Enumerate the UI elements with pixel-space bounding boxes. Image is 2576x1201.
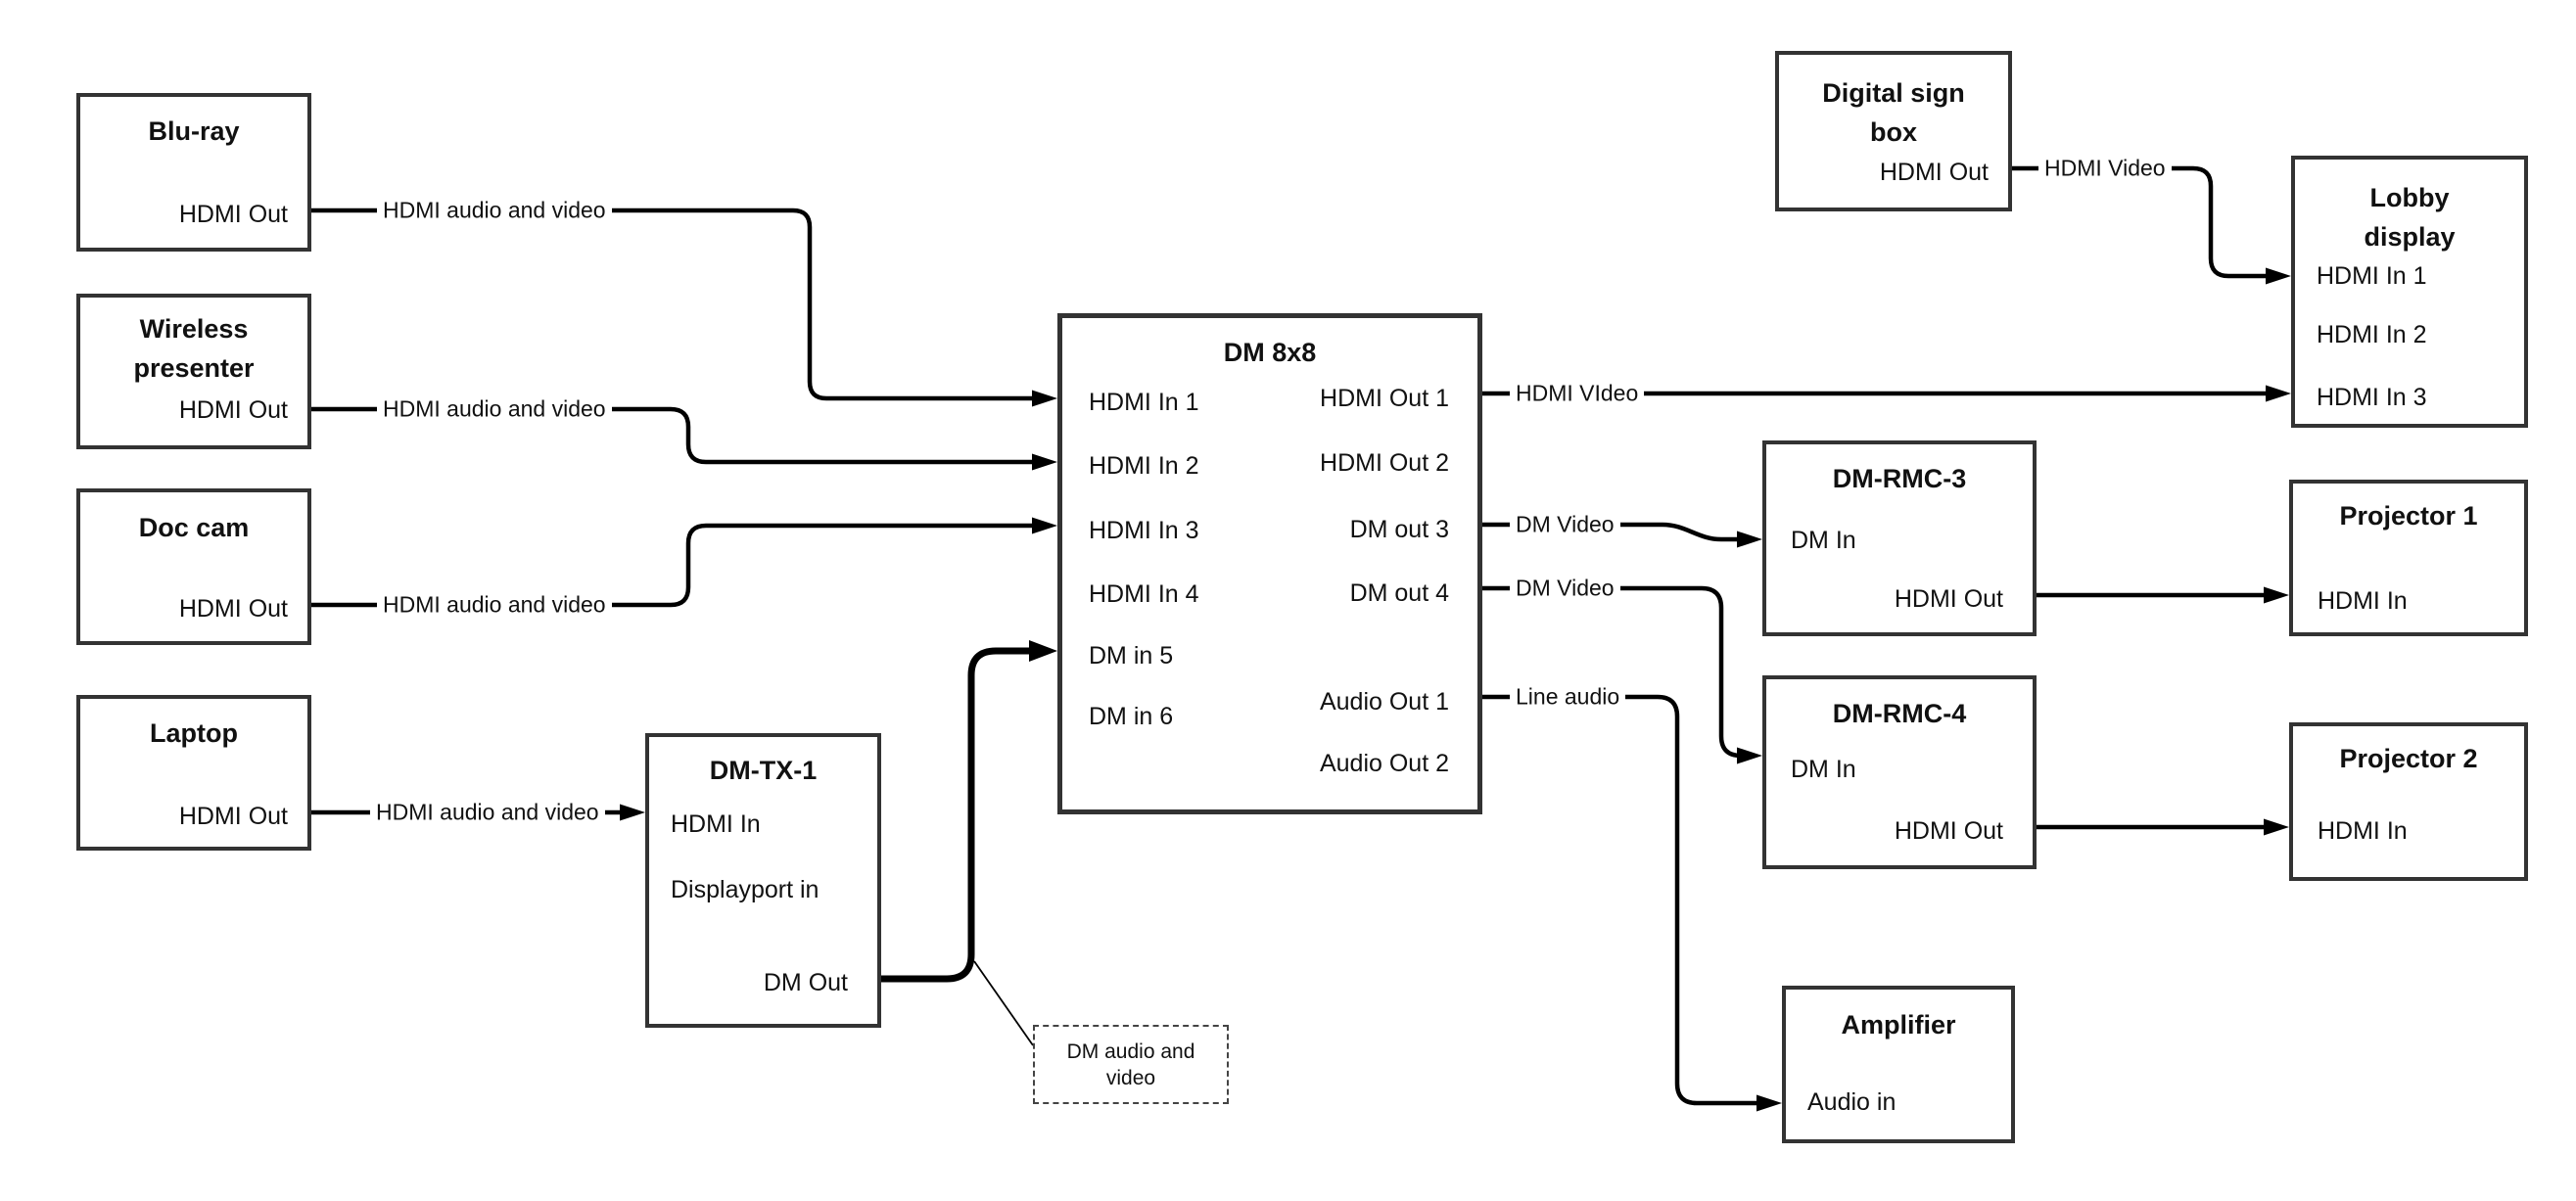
node-projector-2: Projector 2 HDMI In — [2289, 722, 2528, 881]
callout-dm-audio-video: DM audio and video — [1033, 1025, 1229, 1104]
port-dm8x8-hdmi-out-2: HDMI Out 2 — [1320, 449, 1449, 477]
wire-label-hdmi-av-bluray: HDMI audio and video — [377, 197, 612, 224]
node-title-line1: Digital sign — [1822, 78, 1965, 108]
port-dm8x8-audio-out-1: Audio Out 1 — [1319, 688, 1449, 716]
port-dm8x8-dm-out-4: DM out 4 — [1349, 579, 1449, 607]
wire-label-hdmi-av-doccam: HDMI audio and video — [377, 591, 612, 619]
node-title: DM-RMC-4 — [1832, 699, 1967, 728]
port-doccam-hdmi-out: HDMI Out — [178, 595, 288, 623]
port-dm8x8-hdmi-in-1: HDMI In 1 — [1089, 389, 1199, 416]
wire-label-hdmi-video-caps: HDMI VIdeo — [1510, 380, 1645, 407]
arrowhead-amplifier-audio-in — [1756, 1094, 1782, 1112]
node-title: Amplifier — [1841, 1010, 1956, 1039]
node-title: DM 8x8 — [1223, 338, 1317, 367]
port-amplifier-audio-in: Audio in — [1807, 1088, 1897, 1116]
node-title: DM-RMC-3 — [1832, 464, 1967, 493]
port-laptop-hdmi-out: HDMI Out — [178, 803, 288, 830]
node-title: Blu-ray — [148, 116, 240, 146]
wire-audio-out-1-to-amplifier — [1482, 694, 1758, 1106]
arrowhead-proj1-hdmi-in — [2264, 586, 2289, 604]
callout-text: DM audio and video — [1035, 1039, 1227, 1091]
node-title: DM-TX-1 — [709, 756, 818, 785]
port-dmrmc4-dm-in: DM In — [1791, 756, 1856, 783]
node-title-line2: presenter — [133, 353, 255, 383]
node-title-line2: box — [1869, 117, 1917, 147]
port-dmtx1-dm-out: DM Out — [763, 969, 848, 996]
callout-leader-line — [973, 960, 1034, 1046]
wire-bluray-to-hdmi-in-1 — [311, 208, 1034, 401]
arrowhead-dm-in-5 — [1029, 640, 1057, 662]
port-lobby-hdmi-in-2: HDMI In 2 — [2317, 321, 2427, 348]
node-laptop: Laptop HDMI Out — [76, 695, 311, 851]
node-title: Doc cam — [138, 513, 250, 542]
port-dmtx1-displayport-in: Displayport in — [671, 876, 820, 903]
arrowhead-proj2-hdmi-in — [2264, 818, 2289, 836]
arrowhead-dmtx1-hdmi-in — [620, 804, 645, 821]
wire-digitalsign-to-lobby-in-1 — [2012, 165, 2268, 279]
port-lobby-hdmi-in-3: HDMI In 3 — [2317, 384, 2427, 411]
port-dm8x8-dm-in-6: DM in 6 — [1089, 703, 1174, 730]
arrowhead-dmrmc3-dm-in — [1737, 531, 1762, 548]
port-bluray-hdmi-out: HDMI Out — [178, 201, 288, 228]
node-dmrmc3: DM-RMC-3 DM In HDMI Out — [1762, 440, 2037, 636]
node-amplifier: Amplifier Audio in — [1782, 986, 2015, 1143]
node-dmtx1: DM-TX-1 HDMI In Displayport in DM Out — [645, 733, 881, 1028]
port-wireless-hdmi-out: HDMI Out — [178, 396, 288, 424]
node-digital-sign-box: Digital sign box HDMI Out — [1775, 51, 2012, 211]
port-dm8x8-hdmi-in-3: HDMI In 3 — [1089, 517, 1199, 544]
port-proj1-hdmi-in: HDMI In — [2318, 587, 2408, 615]
node-wireless-presenter: Wireless presenter HDMI Out — [76, 294, 311, 449]
wire-dm-out-4-to-dmrmc4 — [1482, 585, 1742, 759]
port-dm8x8-dm-in-5: DM in 5 — [1089, 642, 1174, 670]
wire-label-hdmi-video: HDMI Video — [2038, 155, 2172, 182]
port-digitalsign-hdmi-out: HDMI Out — [1879, 159, 1989, 186]
wire-dmtx1-to-dm-in-5 — [881, 647, 1032, 983]
wire-dm-out-3-to-dmrmc3 — [1482, 522, 1741, 542]
node-dmrmc4: DM-RMC-4 DM In HDMI Out — [1762, 675, 2037, 869]
port-dm8x8-hdmi-in-4: HDMI In 4 — [1089, 580, 1199, 608]
node-title: Laptop — [150, 718, 238, 748]
arrowhead-lobby-in-3 — [2266, 385, 2291, 402]
port-dmrmc3-dm-in: DM In — [1791, 527, 1856, 554]
wire-label-dm-video-3: DM Video — [1510, 511, 1620, 538]
wire-doccam-to-hdmi-in-3 — [311, 523, 1034, 608]
arrowhead-hdmi-in-2 — [1032, 453, 1057, 471]
callout-line2: video — [1105, 1066, 1156, 1089]
port-dm8x8-hdmi-in-2: HDMI In 2 — [1089, 452, 1199, 480]
node-projector-1: Projector 1 HDMI In — [2289, 480, 2528, 636]
node-title: Projector 1 — [2339, 501, 2478, 531]
node-title: Lobby display — [2295, 178, 2524, 256]
arrowhead-lobby-in-1 — [2266, 267, 2291, 285]
port-dm8x8-hdmi-out-1: HDMI Out 1 — [1320, 385, 1449, 412]
arrowhead-hdmi-in-1 — [1032, 390, 1057, 407]
node-title: Digital sign box — [1779, 73, 2008, 152]
port-dmrmc3-hdmi-out: HDMI Out — [1894, 585, 2003, 613]
port-proj2-hdmi-in: HDMI In — [2318, 817, 2408, 845]
wire-label-dm-video-4: DM Video — [1510, 575, 1620, 602]
node-title: Wireless presenter — [80, 309, 307, 388]
port-lobby-hdmi-in-1: HDMI In 1 — [2317, 262, 2427, 290]
node-doccam: Doc cam HDMI Out — [76, 488, 311, 645]
port-dm8x8-dm-out-3: DM out 3 — [1349, 516, 1449, 543]
node-title-line2: display — [2364, 222, 2456, 252]
port-dm8x8-audio-out-2: Audio Out 2 — [1319, 750, 1449, 777]
node-lobby-display: Lobby display HDMI In 1 HDMI In 2 HDMI I… — [2291, 156, 2528, 428]
port-dmtx1-hdmi-in: HDMI In — [671, 810, 761, 838]
arrowhead-dmrmc4-dm-in — [1737, 747, 1762, 764]
callout-line1: DM audio and — [1066, 1039, 1195, 1063]
wire-label-hdmi-av-laptop: HDMI audio and video — [370, 799, 605, 826]
wire-wireless-to-hdmi-in-2 — [311, 406, 1034, 465]
node-bluray: Blu-ray HDMI Out — [76, 93, 311, 252]
wire-label-line-audio: Line audio — [1510, 683, 1626, 711]
node-title-line1: Wireless — [139, 314, 249, 344]
arrowhead-hdmi-in-3 — [1032, 517, 1057, 534]
wire-label-hdmi-av-wireless: HDMI audio and video — [377, 395, 612, 423]
port-dmrmc4-hdmi-out: HDMI Out — [1894, 817, 2003, 845]
node-title: Projector 2 — [2339, 744, 2478, 773]
node-title-line1: Lobby — [2369, 183, 2450, 212]
node-dm8x8: DM 8x8 HDMI In 1 HDMI In 2 HDMI In 3 HDM… — [1057, 313, 1482, 814]
